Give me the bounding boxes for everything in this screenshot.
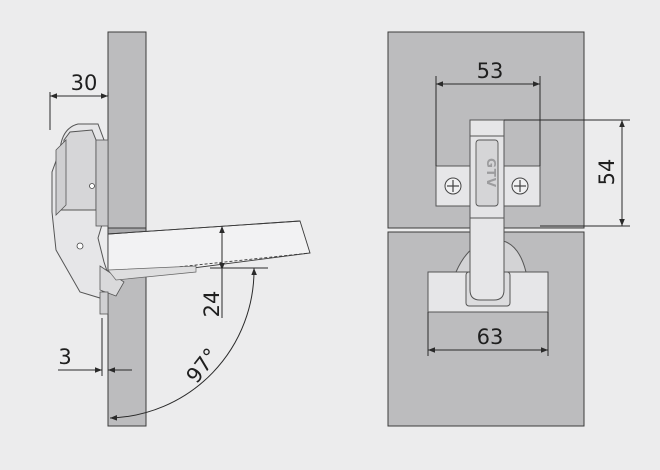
front-view: GTV GTV 53 54 63 (387, 31, 630, 427)
angle-label: 97° (182, 344, 224, 388)
dim-30-label: 30 (71, 71, 98, 95)
dim-63-label: 63 (477, 325, 504, 349)
dim-24-label: 24 (200, 291, 224, 318)
door-top-edge (107, 220, 301, 235)
dim-3-label: 3 (58, 345, 71, 369)
arm-logo-mark: GTV (484, 158, 498, 188)
dim-53-label: 53 (477, 59, 504, 83)
arm-inner (475, 139, 499, 207)
screw-right-icon (511, 177, 529, 195)
side-view: 30 24 3 97° (49, 31, 311, 427)
angle-arc (109, 267, 257, 421)
dim-54-label: 54 (595, 159, 619, 186)
screw-left-icon (444, 177, 462, 195)
